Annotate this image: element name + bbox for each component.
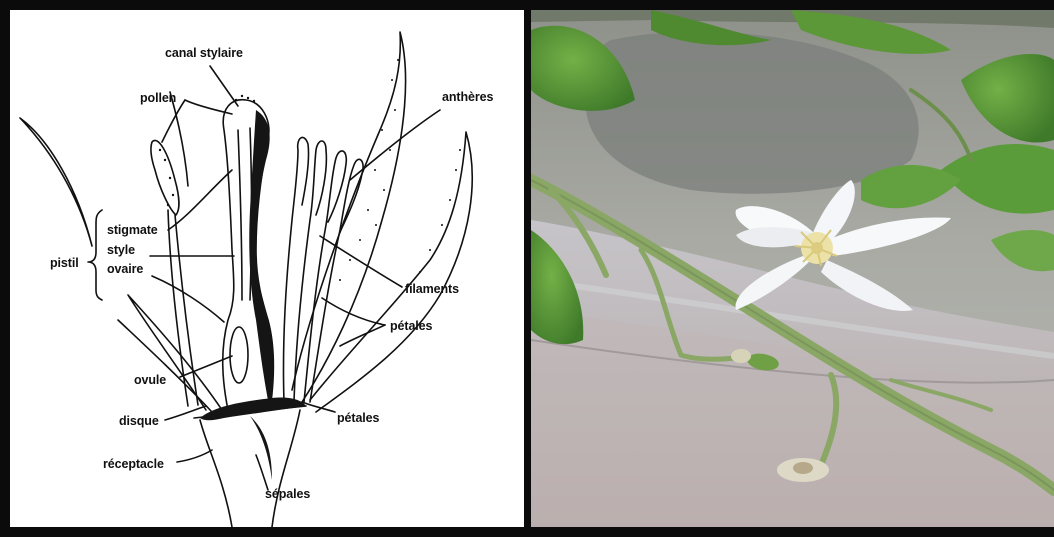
- label-filaments: filaments: [405, 282, 459, 296]
- leader-ovaire: [152, 276, 224, 322]
- label-pollen: pollen: [140, 91, 176, 105]
- label-pistil: pistil: [50, 256, 79, 270]
- label-ovaire: ovaire: [107, 262, 143, 276]
- label-ovule: ovule: [134, 373, 166, 387]
- sepal-left-outline: [20, 118, 92, 246]
- flower-diagram-panel: canal stylaire pollen anthères stigmate …: [10, 10, 524, 527]
- leader-filaments: [320, 236, 402, 287]
- lemon-blossom-photo: [531, 10, 1054, 527]
- leader-receptacle: [177, 450, 212, 462]
- label-sepales: sépales: [265, 487, 310, 501]
- label-antheres: anthères: [442, 90, 493, 104]
- flower-diagram: [10, 10, 524, 527]
- label-petales-upper: pétales: [390, 319, 432, 333]
- petal-right-lower: [310, 132, 472, 412]
- label-stigmate: stigmate: [107, 223, 158, 237]
- label-style: style: [107, 243, 135, 257]
- leader-pollen: [185, 100, 232, 114]
- petal-left-2: [118, 320, 212, 412]
- leader-sepales: [256, 455, 268, 490]
- label-canal-stylaire: canal stylaire: [165, 46, 243, 60]
- pistil-shading: [249, 110, 273, 410]
- label-receptacle: réceptacle: [103, 457, 164, 471]
- label-disque: disque: [119, 414, 159, 428]
- leader-canal: [210, 66, 238, 106]
- leader-ovule: [180, 356, 232, 377]
- label-petales-lower: pétales: [337, 411, 379, 425]
- photo-illustration: [531, 10, 1054, 527]
- stamen-left: [151, 140, 179, 215]
- leader-stigmate: [168, 170, 232, 230]
- pistil-bracket: [88, 210, 102, 300]
- receptacle-outline: [200, 420, 232, 527]
